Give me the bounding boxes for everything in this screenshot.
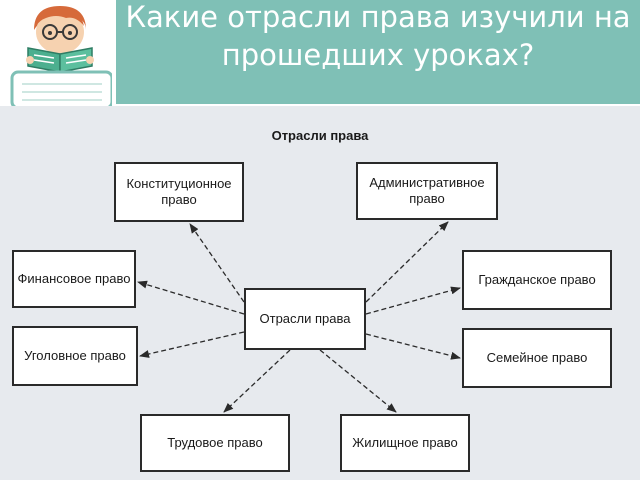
node-label: Административное право — [369, 175, 485, 206]
diagram-connectors — [137, 221, 461, 413]
node-civil-law: Гражданское право — [462, 250, 612, 310]
diagram-scan: Отрасли права Отрасли права Конституцион… — [0, 106, 640, 480]
node-label: Уголовное право — [24, 348, 126, 363]
node-housing-law: Жилищное право — [340, 414, 470, 472]
title-bar: Какие отрасли права изучили на прошедших… — [116, 0, 640, 104]
arrow-to-housing — [319, 349, 397, 413]
arrow-to-civil — [365, 286, 461, 315]
node-label: Гражданское право — [478, 272, 596, 287]
arrow-to-constitutional — [189, 223, 245, 303]
slide-header: Какие отрасли права изучили на прошедших… — [0, 0, 640, 108]
node-constitutional-law: Конституционное право — [114, 162, 244, 222]
center-node-label: Отрасли права — [259, 311, 351, 326]
node-family-law: Семейное право — [462, 328, 612, 388]
node-administrative-law: Административное право — [356, 162, 498, 220]
node-financial-law: Финансовое право — [12, 250, 136, 308]
arrow-to-labor — [223, 349, 291, 413]
arrow-to-administrative — [365, 221, 449, 303]
node-label: Семейное право — [486, 350, 588, 365]
arrow-to-family — [365, 333, 461, 360]
diagram-title: Отрасли права — [271, 128, 369, 143]
node-label: Трудовое право — [167, 435, 263, 450]
node-label: Конституционное право — [126, 176, 232, 207]
node-label: Жилищное право — [352, 435, 458, 450]
node-criminal-law: Уголовное право — [12, 326, 138, 386]
arrow-to-criminal — [139, 331, 245, 358]
node-labor-law: Трудовое право — [140, 414, 290, 472]
node-label: Финансовое право — [17, 271, 131, 286]
center-node: Отрасли права — [244, 288, 366, 350]
slide-title: Какие отрасли права изучили на прошедших… — [125, 0, 631, 72]
boy-reading-book-icon — [10, 6, 112, 108]
arrow-to-financial — [137, 280, 245, 315]
